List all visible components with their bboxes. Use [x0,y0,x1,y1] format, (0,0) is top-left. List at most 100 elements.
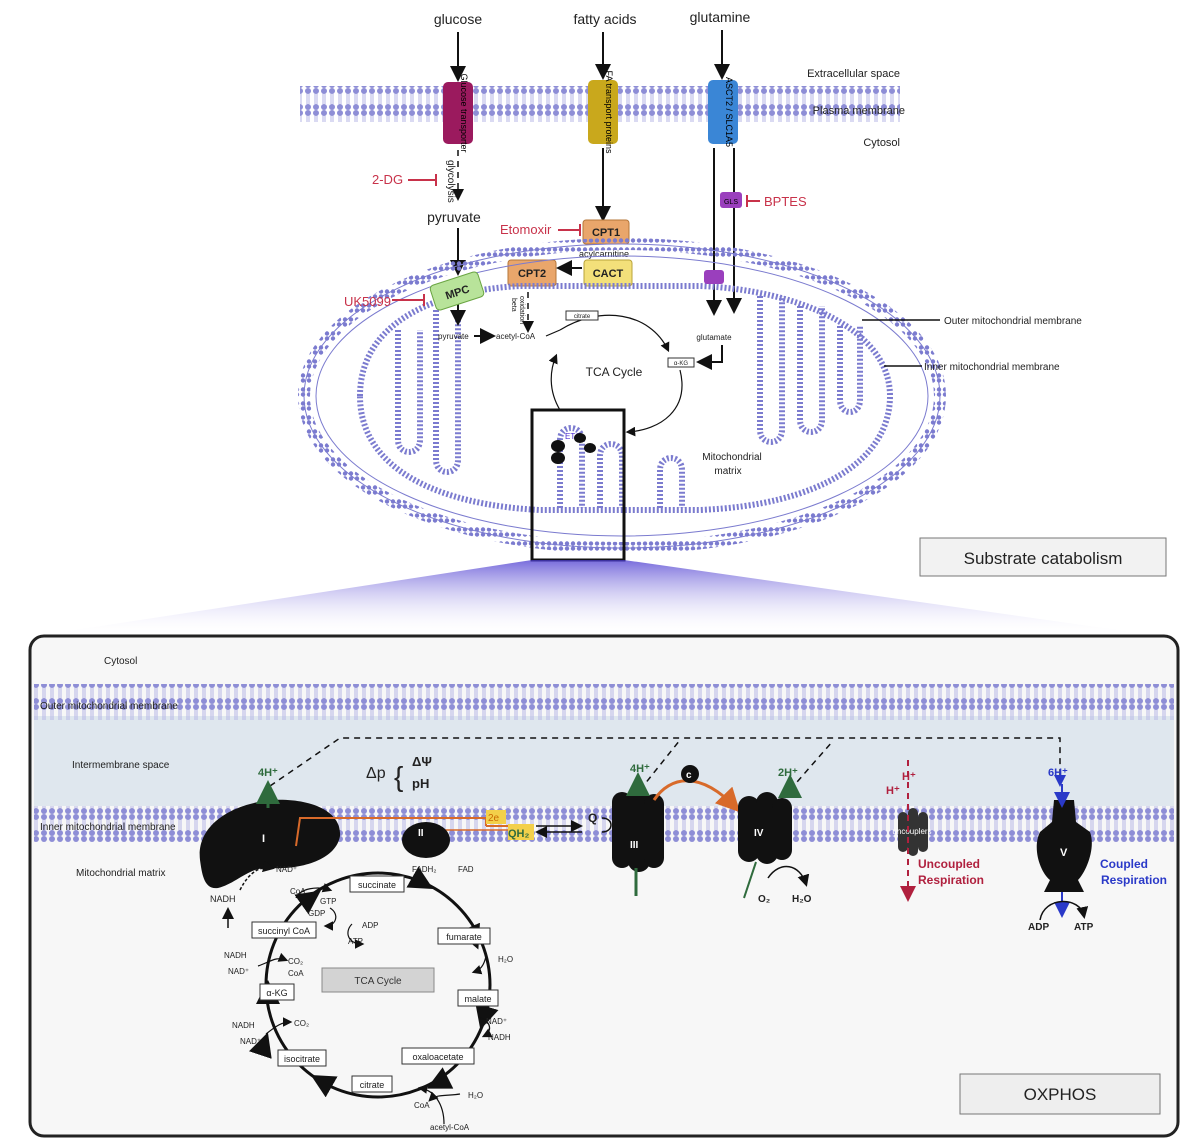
svg-text:acetyl-CoA: acetyl-CoA [430,1123,470,1132]
glucose-label: glucose [434,11,482,27]
svg-text:H₂O: H₂O [498,955,513,964]
b-intermembrane-label: Intermembrane space [72,760,170,771]
outer-membrane-callout: Outer mitochondrial membrane [944,316,1082,327]
uk5099-label: UK5099 [344,294,391,309]
o2-label: O₂ [758,894,770,905]
h4a-label: 4H⁺ [258,767,278,779]
glutamine-label: glutamine [690,9,751,25]
svg-text:Glucose transporter: Glucose transporter [459,73,469,152]
gls-label: GLS [724,199,738,206]
complex-ii [402,822,450,858]
h-red-2-label: H⁺ [902,771,916,783]
ph-label: pH [412,776,429,791]
oxphos-caption: OXPHOS [1024,1085,1097,1104]
fa-transporter: FA transport proteins [588,70,618,154]
h6-label: 6H⁺ [1048,767,1068,779]
svg-text:NADH: NADH [232,1021,255,1030]
uncoupled-label-1: Uncoupled [918,857,980,871]
tca-side-labels: CoA GTP GDP ADP ATP H₂O NAD⁺ NADH H₂O Co… [224,887,513,1132]
q-label: Q [588,811,597,825]
zoom-projection [36,560,1160,636]
svg-text:NAD⁺: NAD⁺ [228,967,249,976]
oxidation-label: oxidation [518,296,525,324]
svg-text:GTP: GTP [320,897,336,906]
glycolysis-label: glycolysis [445,160,456,203]
oxaloacetate-label: oxaloacetate [412,1052,463,1062]
fad-label: FAD [458,865,474,874]
etc-label: ETC [565,432,581,441]
pyruvate-label: pyruvate [427,209,481,225]
svg-text:NADH: NADH [224,951,247,960]
cpt2-label: CPT2 [518,268,546,280]
svg-text:CoA: CoA [288,969,304,978]
succinate-label: succinate [358,880,396,890]
tca-label: TCA Cycle [354,976,402,987]
uncoupled-label-2: Respiration [918,873,984,887]
complex-v [1036,800,1092,892]
fadh2-label: FADH₂ [412,865,436,874]
h2o-iv-label: H₂O [792,894,812,905]
mpc-box [429,271,485,311]
tca-metabolites: succinate fumarate malate oxaloacetate c… [251,875,499,1093]
svg-text:{: { [394,761,403,792]
beta-label: beta [510,298,517,312]
svg-text:ASCT2 / SLC1A5: ASCT2 / SLC1A5 [724,77,734,147]
cact-label: CACT [593,268,624,280]
cyt-c-label: c [686,770,692,781]
acetyl-coa-inner-label: acetyl-CoA [496,332,536,341]
bptes-label: BPTES [764,194,807,209]
complex-iv: IV [738,792,792,899]
complex-iii: III [612,788,664,896]
h4b-label: 4H⁺ [630,763,650,775]
glucose-transporter: Glucose transporter [443,73,473,153]
svg-text:IV: IV [754,828,764,839]
uncouplers-label: uncouplers [892,827,931,836]
svg-text:NAD⁺: NAD⁺ [240,1037,261,1046]
svg-text:FA transport proteins: FA transport proteins [604,70,614,154]
coupled-label-1: Coupled [1100,857,1148,871]
svg-text:NADH: NADH [488,1033,511,1042]
svg-text:NAD⁺: NAD⁺ [486,1017,507,1026]
svg-text:ATP: ATP [348,937,363,946]
etomoxir-label: Etomoxir [500,222,552,237]
plasma-membrane-label: Plasma membrane [813,105,905,117]
tca-small-label: TCA Cycle [586,365,643,379]
substrate-caption-box [919,537,1167,577]
complex-i [199,799,341,889]
nadh-left-label: NADH [210,894,236,904]
svg-text:ADP: ADP [362,921,378,930]
citrate-small-label: citrate [574,314,591,320]
h-red-1-label: H⁺ [886,785,900,797]
extracellular-label: Extracellular space [807,68,900,80]
acylcarnitine-label: acylcarnitine [579,249,629,259]
top-panel: glucose fatty acids glutamine Extracellu… [298,9,1167,577]
akg-small-label: α-KG [674,361,688,367]
glutamate-label: glutamate [696,333,732,342]
svg-text:II: II [418,828,424,839]
svg-text:CO₂: CO₂ [294,1019,309,1028]
cytosol-label: Cytosol [863,137,900,149]
citrate-label: citrate [360,1080,385,1090]
inner-membrane-callout: Inner mitochondrial membrane [924,362,1060,373]
svg-text:GDP: GDP [308,909,325,918]
glutamine-transporter: ASCT2 / SLC1A5 [708,77,738,147]
coupled-label-2: Respiration [1101,873,1167,887]
adp-v-label: ADP [1028,922,1049,933]
gls-box [720,192,742,208]
nad-plus-label: NAD⁺ [276,865,297,874]
pyruvate-inner-label: pyruvate [438,332,469,341]
qh2-label: QH₂ [508,828,530,840]
svg-text:CoA: CoA [290,887,306,896]
uncoupler-channel: uncouplers [892,808,932,856]
2e-label-1: 2e [488,813,500,824]
atp-v-label: ATP [1074,922,1094,933]
b-inner-membrane-label: Inner mitochondrial membrane [40,822,176,833]
matrix-label-1: Mitochondrial [702,452,761,463]
bottom-panel: Cytosol Outer mitochondrial membrane Int… [28,634,1180,1138]
svg-text:III: III [630,840,639,851]
h2-label: 2H⁺ [778,767,798,779]
akg-label: α-KG [266,988,287,998]
fatty-acids-label: fatty acids [573,11,636,27]
oxphos-caption-box [959,1073,1161,1115]
